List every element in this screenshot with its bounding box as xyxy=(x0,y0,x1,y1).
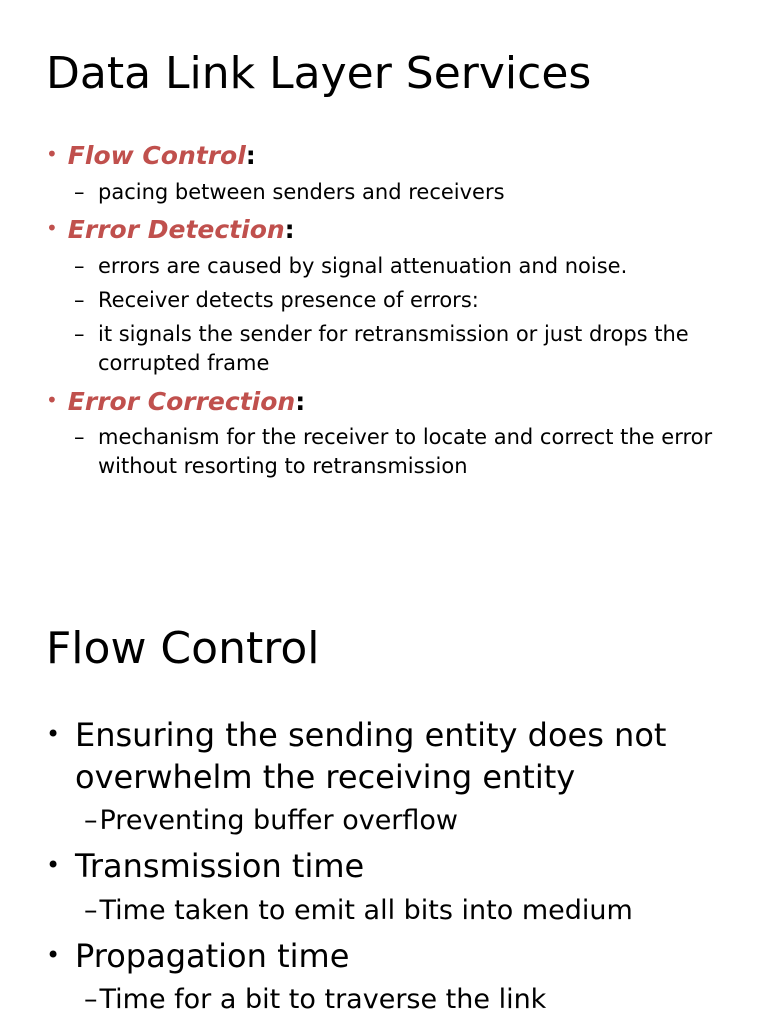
sub-bullet-text: Time taken to emit all bits into medium xyxy=(99,895,633,926)
bullet-propagation-time: • Propagation time xyxy=(46,935,746,977)
sub-bullet-text: errors are caused by signal attenuation … xyxy=(98,254,628,278)
bullet-flow-control: • Flow Control: xyxy=(46,143,256,168)
bullet-ensuring: • Ensuring the sending entity does not o… xyxy=(46,714,746,798)
sub-bullet-marker: – xyxy=(74,180,85,204)
sub-bullet: –Time taken to emit all bits into medium xyxy=(84,894,754,928)
slide-flow-control: Flow Control • Ensuring the sending enti… xyxy=(0,512,768,1024)
sub-bullet-marker: – xyxy=(74,322,85,346)
sub-bullet: – pacing between senders and receivers xyxy=(74,178,744,207)
sub-bullet-marker: – xyxy=(74,254,85,278)
bullet-term: Error Correction xyxy=(67,387,296,416)
bullet-text: Transmission time xyxy=(75,847,365,885)
sub-bullet-marker: – xyxy=(74,288,85,312)
bullet-colon: : xyxy=(245,141,256,170)
bullet-term: Error Detection xyxy=(67,215,285,244)
bullet-marker: • xyxy=(46,142,58,166)
bullet-colon: : xyxy=(284,215,295,244)
sub-bullet: – errors are caused by signal attenuatio… xyxy=(74,252,744,281)
sub-bullet-text: mechanism for the receiver to locate and… xyxy=(98,425,713,478)
bullet-marker: • xyxy=(46,388,58,412)
sub-bullet-marker: – xyxy=(84,805,98,836)
bullet-marker: • xyxy=(46,216,58,240)
sub-bullet: –Preventing buffer overflow xyxy=(84,804,754,838)
bullet-text: Propagation time xyxy=(75,937,350,975)
bullet-marker: • xyxy=(46,720,61,748)
sub-bullet: – mechanism for the receiver to locate a… xyxy=(74,423,744,481)
slide-title: Flow Control xyxy=(46,623,320,674)
slide-title: Data Link Layer Services xyxy=(46,48,592,99)
sub-bullet-marker: – xyxy=(84,895,98,926)
bullet-transmission-time: • Transmission time xyxy=(46,845,746,887)
sub-bullet-marker: – xyxy=(84,984,98,1015)
sub-bullet-text: Receiver detects presence of errors: xyxy=(98,288,479,312)
bullet-text: Ensuring the sending entity does not ove… xyxy=(75,716,667,796)
sub-bullet-text: it signals the sender for retransmission… xyxy=(98,322,689,375)
bullet-marker: • xyxy=(46,851,61,879)
bullet-error-correction: • Error Correction: xyxy=(46,389,305,414)
sub-bullet-marker: – xyxy=(74,425,85,449)
sub-bullet-text: pacing between senders and receivers xyxy=(98,180,505,204)
bullet-error-detection: • Error Detection: xyxy=(46,217,295,242)
sub-bullet-text: Time for a bit to traverse the link xyxy=(99,984,547,1015)
sub-bullet: –Time for a bit to traverse the link xyxy=(84,983,754,1017)
sub-bullet: – Receiver detects presence of errors: xyxy=(74,286,744,315)
sub-bullet-text: Preventing buffer overflow xyxy=(99,805,459,836)
sub-bullet: – it signals the sender for retransmissi… xyxy=(74,320,744,378)
slide-data-link-layer-services: Data Link Layer Services •Flow Control: … xyxy=(46,48,744,481)
bullet-marker: • xyxy=(46,941,61,969)
bullet-term: Flow Control xyxy=(67,141,246,170)
bullet-colon: : xyxy=(295,387,306,416)
